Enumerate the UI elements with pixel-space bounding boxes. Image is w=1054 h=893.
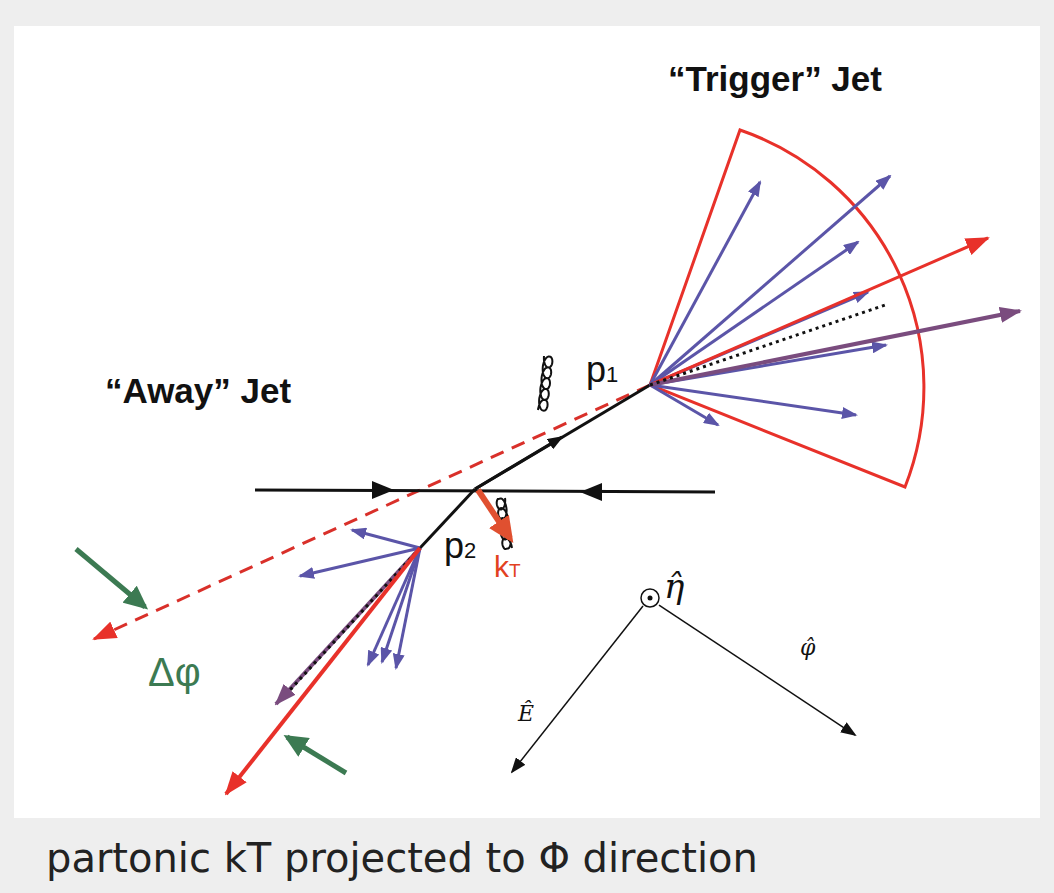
jet-axis-arrow xyxy=(650,238,988,385)
axis-label: Ê xyxy=(518,702,534,726)
parton-label: p1 xyxy=(586,350,618,390)
axis-label: φ̂ xyxy=(800,636,815,660)
caption: partonic kT projected to Φ direction xyxy=(46,836,758,880)
delta-phi-arrow xyxy=(287,737,346,773)
kt-label: kT xyxy=(494,550,521,583)
jet-cone xyxy=(650,130,924,487)
away-axis-arrow xyxy=(226,548,420,794)
gluon xyxy=(538,356,552,411)
parton-label: p2 xyxy=(444,526,476,566)
beam-arrow xyxy=(580,483,602,501)
illustration-part xyxy=(352,530,420,548)
beam-line xyxy=(255,490,715,492)
jet-title: “Away” Jet xyxy=(105,372,291,411)
leading-particle xyxy=(276,548,420,704)
dotted-axis xyxy=(650,304,888,385)
illustration-part xyxy=(650,385,856,415)
axis-phi xyxy=(659,605,855,735)
axis-e xyxy=(512,606,643,772)
jet-title: “Trigger” Jet xyxy=(668,60,882,99)
beam-arrow xyxy=(372,481,394,499)
dotted-axis xyxy=(290,548,420,690)
axis-label: η̂ xyxy=(664,568,684,605)
delta-phi-label: Δφ xyxy=(148,650,201,694)
delta-phi-arrow xyxy=(76,549,145,607)
axis-out-of-page xyxy=(641,589,659,607)
illustration-part xyxy=(382,548,420,662)
kt-arrow xyxy=(478,490,510,538)
away-fragments xyxy=(300,530,420,668)
trigger-fragments xyxy=(650,176,890,425)
illustration-part xyxy=(650,176,890,385)
illustration-part xyxy=(650,385,718,425)
leading-particle xyxy=(650,311,1020,385)
parton-arrow xyxy=(475,437,562,489)
axis-dot xyxy=(648,596,653,601)
parton-line xyxy=(475,385,650,489)
white-panel xyxy=(14,26,1040,818)
